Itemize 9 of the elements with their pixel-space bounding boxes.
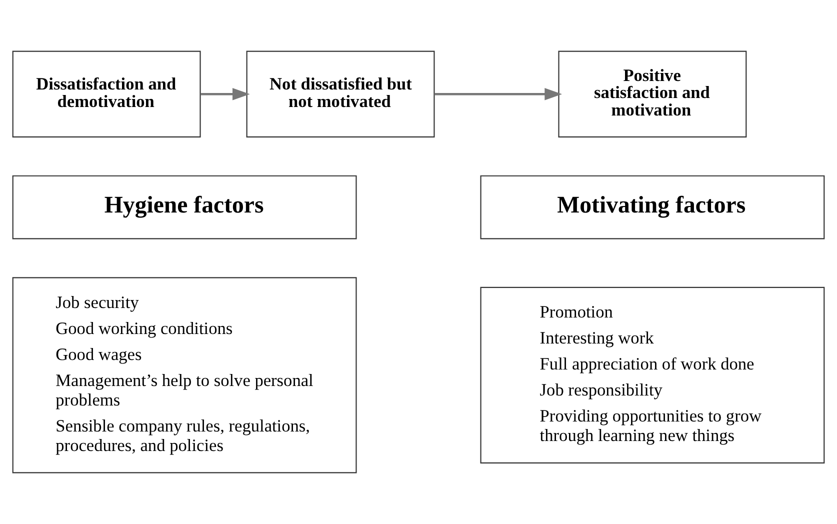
arrow: [200, 88, 250, 100]
node-box: Job security Good working conditions Good wages Management’s help to solve personal problems Sensible company rules, regulations, procedures, and policies: [12, 277, 357, 474]
node-box: Positive satisfaction and motivation: [558, 50, 747, 138]
node-box: Promotion Interesting work Full appreciation of work done Job responsibility Providing opportunities to grow through learning new things: [480, 286, 825, 464]
node-box: Motivating factors: [480, 175, 825, 240]
node-box: Dissatisfaction and demotivation: [12, 50, 201, 138]
node-box: Not dissatisfied but not motivated: [246, 50, 435, 138]
node-box: Hygiene factors: [12, 175, 357, 240]
arrow: [434, 88, 562, 100]
